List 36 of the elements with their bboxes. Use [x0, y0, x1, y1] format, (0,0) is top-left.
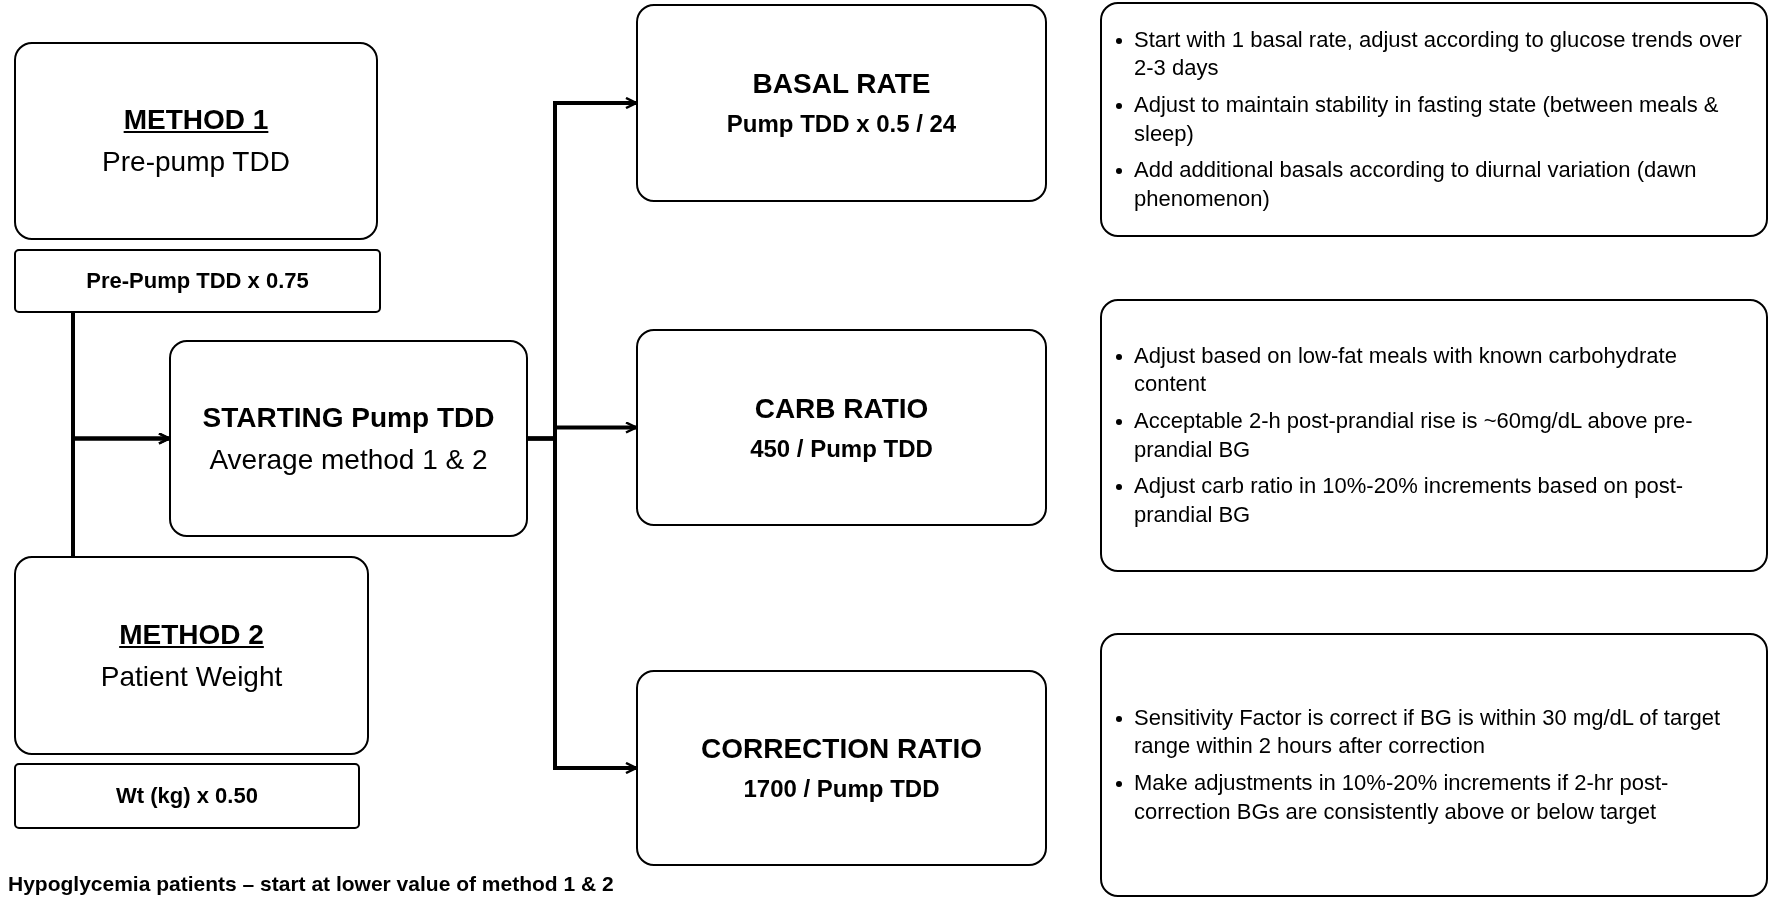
result-box	[636, 670, 1047, 866]
notes-box	[1100, 299, 1768, 572]
bullet-text: Start with 1 basal rate, adjust according to glucose trends over 2-3 days	[1134, 25, 1743, 83]
note-text: Hypoglycemia patients – start at lower value of method 1 & 2	[8, 872, 614, 896]
box-heading: METHOD 1	[123, 104, 269, 136]
connector-arrow	[71, 432, 171, 556]
box-heading: Pre-Pump TDD x 0.75	[86, 268, 309, 294]
box-text: Patient Weight	[100, 660, 283, 693]
box-heading: STARTING Pump TDD	[202, 401, 495, 434]
method-box	[14, 42, 378, 240]
box-text: Average method 1 & 2	[209, 443, 488, 476]
bullet-text: Acceptable 2-h post-prandial rise is ~60mg/dL above pre-prandial BG	[1134, 406, 1694, 464]
method-box	[14, 556, 369, 755]
box-heading: CARB RATIO	[754, 392, 929, 425]
box-heading: CORRECTION RATIO	[701, 733, 982, 765]
box-text: Pre-pump TDD	[102, 146, 290, 178]
formula-box	[14, 763, 360, 829]
bullet-text: Sensitivity Factor is correct if BG is within 30 mg/dL of target range within 2 hours after correction	[1134, 703, 1722, 761]
result-box	[636, 4, 1047, 202]
bullet-text: Adjust based on low-fat meals with known carbohydrate content	[1134, 341, 1678, 399]
connector-arrow	[528, 436, 638, 775]
notes-box	[1100, 633, 1768, 897]
box-text: 1700 / Pump TDD	[743, 775, 940, 803]
box-heading: BASAL RATE	[752, 68, 931, 100]
bullet-text: Add additional basals according to diurnal variation (dawn phenomenon)	[1134, 156, 1698, 213]
box-heading: METHOD 2	[119, 618, 264, 651]
process-box	[169, 340, 528, 537]
formula-box	[14, 249, 381, 313]
notes-box	[1100, 2, 1768, 237]
result-box	[636, 329, 1047, 526]
box-text: Pump TDD x 0.5 / 24	[726, 110, 957, 138]
box-heading: Wt (kg) x 0.50	[116, 783, 258, 809]
bullet-text: Adjust carb ratio in 10%-20% increments based on post-prandial BG	[1134, 472, 1685, 529]
box-text: 450 / Pump TDD	[750, 434, 933, 463]
bullet-text: Adjust to maintain stability in fasting state (between meals & sleep)	[1134, 90, 1720, 148]
bullet-text: Make adjustments in 10%-20% increments if 2-hr post-correction BGs are consistently above or below target	[1134, 769, 1670, 826]
